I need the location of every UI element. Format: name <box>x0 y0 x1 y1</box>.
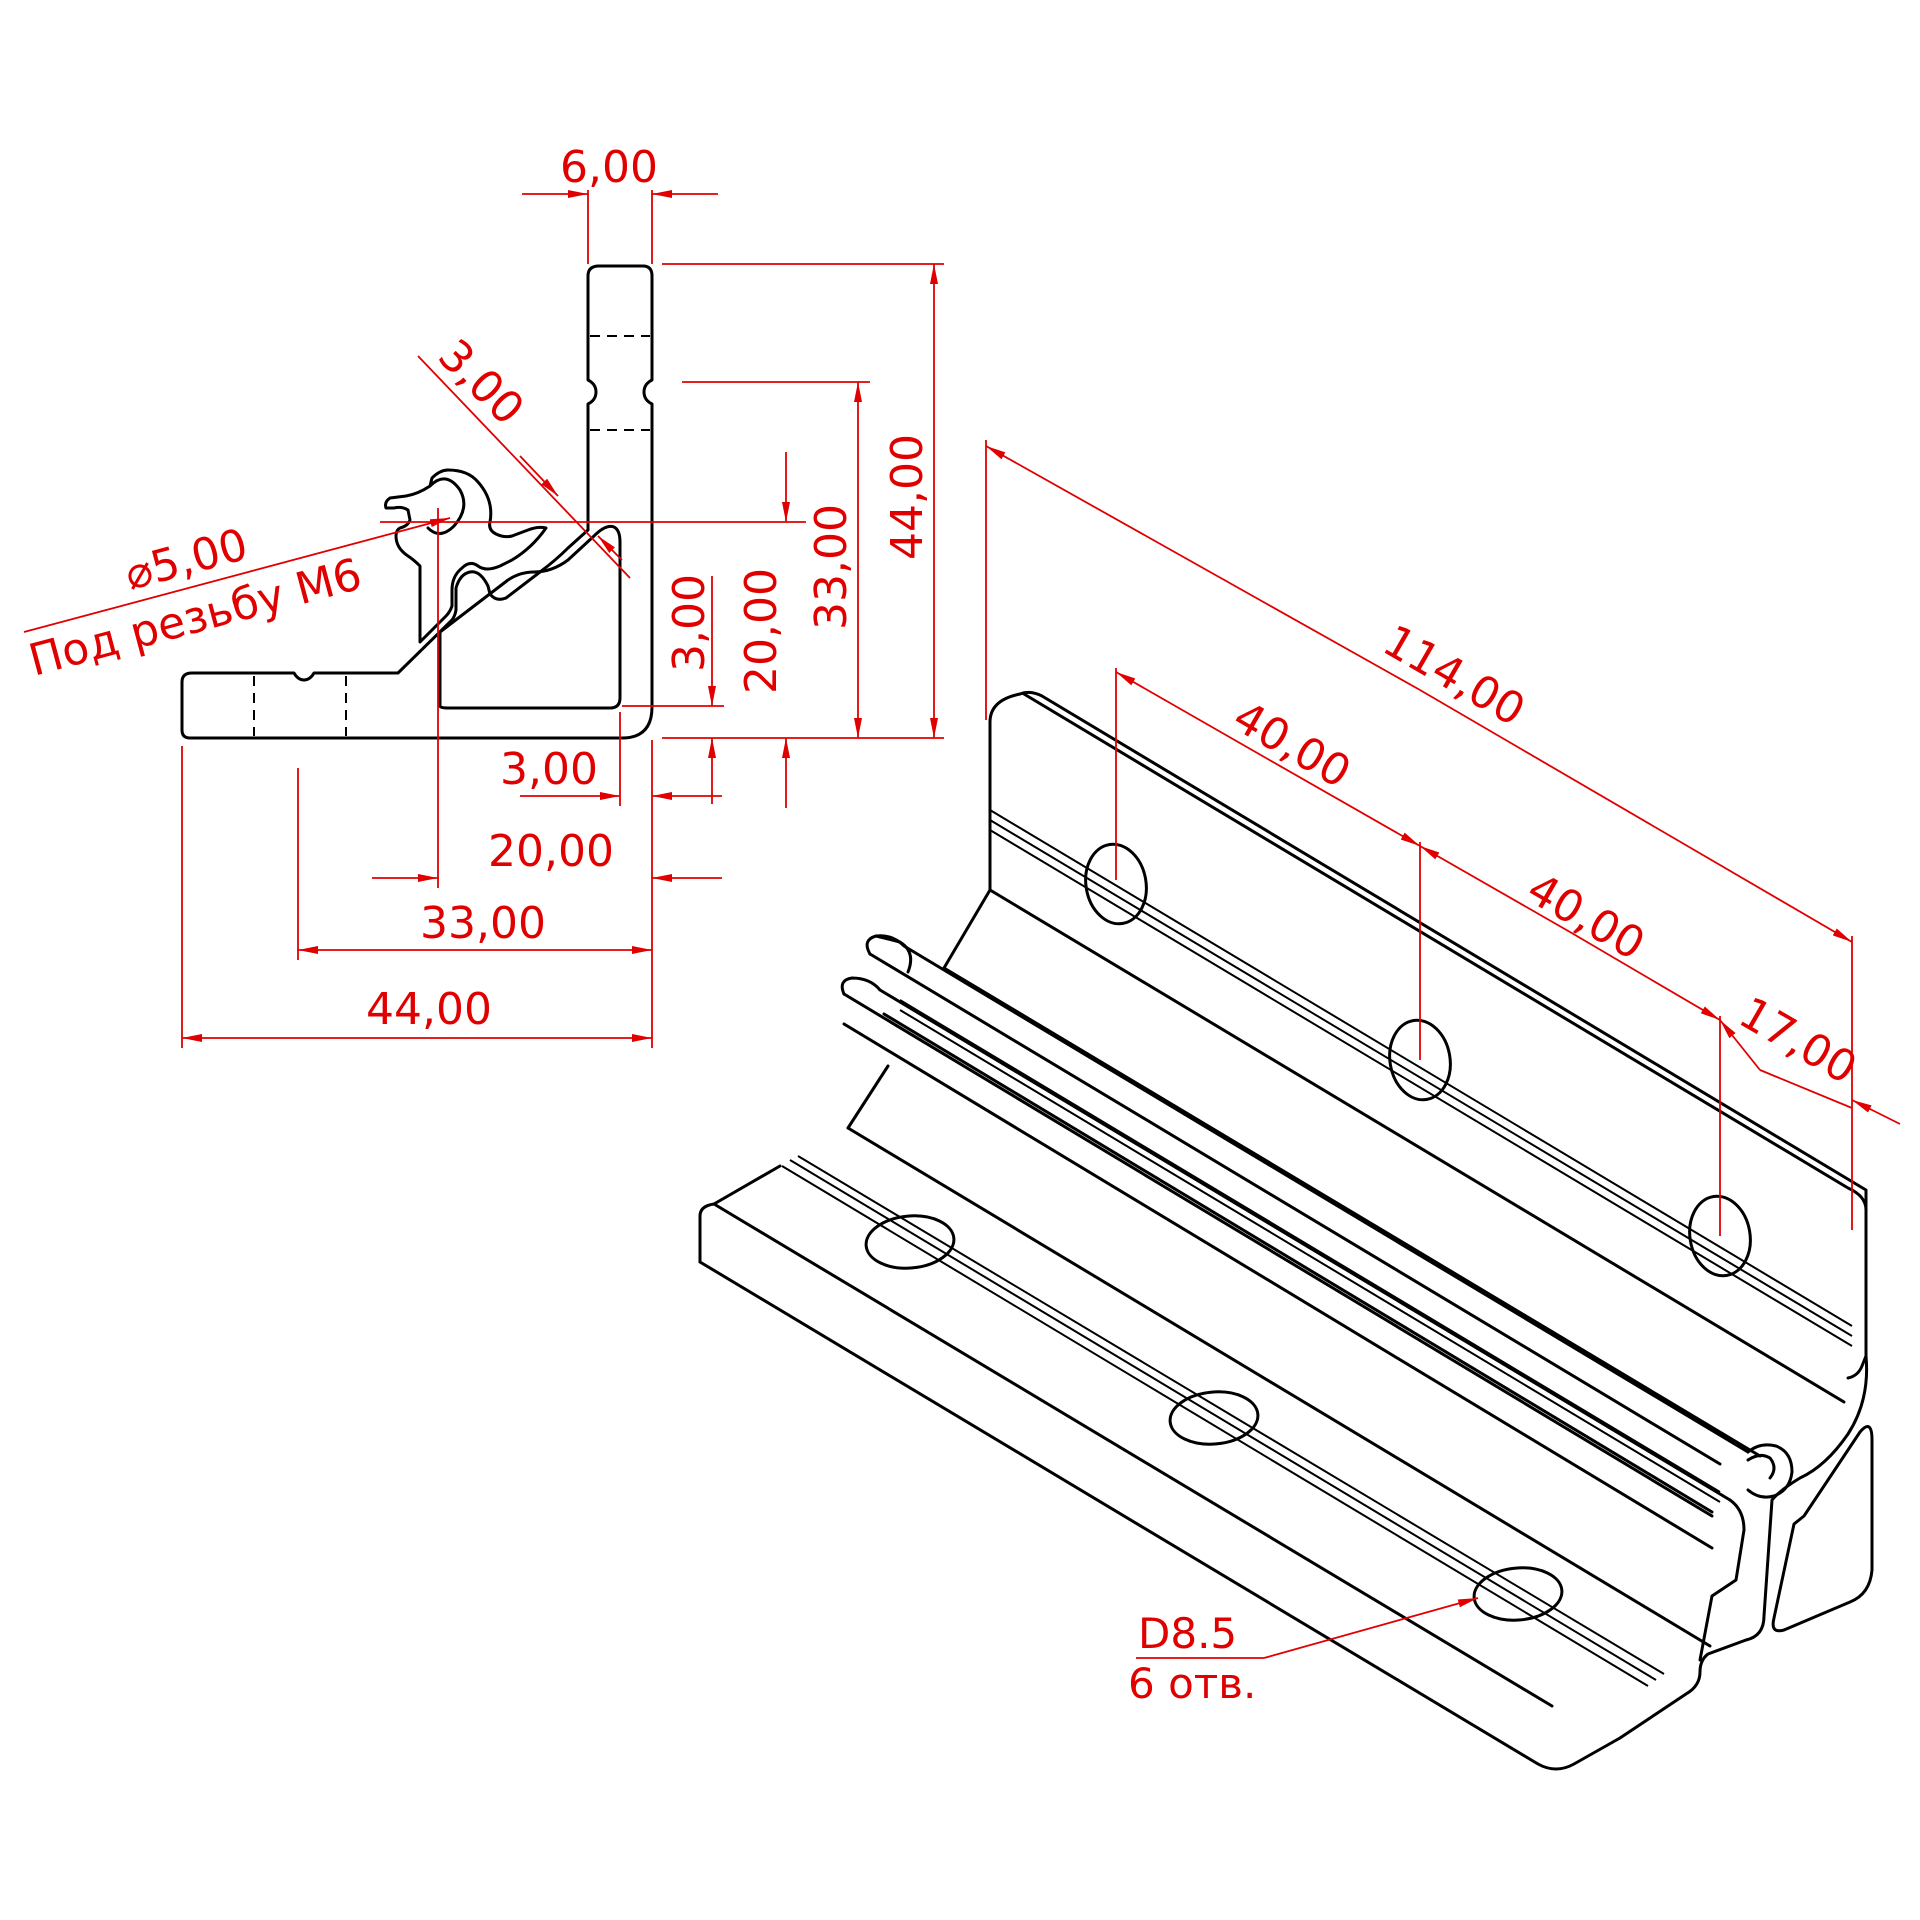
dim-width-hole-axis: 20,00 <box>488 826 614 877</box>
profile-slot-lobe <box>384 468 548 644</box>
iso-hole-base-3 <box>1472 1566 1564 1622</box>
profile-outline <box>180 264 654 740</box>
dim-end-offset: 17,00 <box>1731 987 1866 1094</box>
section-dimensions: 6,00 44,00 33,00 20,00 3,00 3,00 20 <box>24 142 944 1048</box>
iso-hole-base-1 <box>864 1214 956 1270</box>
hole-note-count: 6 отв. <box>1128 1659 1256 1708</box>
dim-width-inner: 33,00 <box>420 898 546 949</box>
iso-base-plate <box>698 1164 782 1218</box>
iso-end-profile <box>1618 1354 1869 1740</box>
dim-width-small: 3,00 <box>500 744 598 795</box>
hole-note-size: D8.5 <box>1138 1609 1237 1658</box>
dim-height-total: 44,00 <box>882 434 933 560</box>
profile-slot-inner <box>426 477 466 535</box>
iso-hole-wall-1 <box>1084 842 1148 926</box>
dim-height-inner: 33,00 <box>806 504 857 630</box>
iso-vertical-wall <box>988 690 1868 1380</box>
iso-hole-wall-2 <box>1388 1018 1452 1102</box>
iso-vertical-wall-top <box>1022 692 1868 1212</box>
iso-hole-base-2 <box>1168 1390 1260 1446</box>
dim-height-hole-axis: 20,00 <box>736 568 787 694</box>
dim-width-total: 44,00 <box>366 984 492 1035</box>
profile-inner-cavity <box>438 524 622 710</box>
dim-height-small: 3,00 <box>664 574 715 672</box>
profile-section-view <box>180 264 654 740</box>
dim-pitch-2: 40,00 <box>1519 863 1654 970</box>
dim-pitch-1: 40,00 <box>1225 691 1360 798</box>
isometric-view <box>698 690 1874 1771</box>
dim-wall-thickness: 6,00 <box>560 142 658 193</box>
iso-hole-wall-3 <box>1688 1194 1752 1278</box>
dim-length-total: 114,00 <box>1375 615 1534 736</box>
